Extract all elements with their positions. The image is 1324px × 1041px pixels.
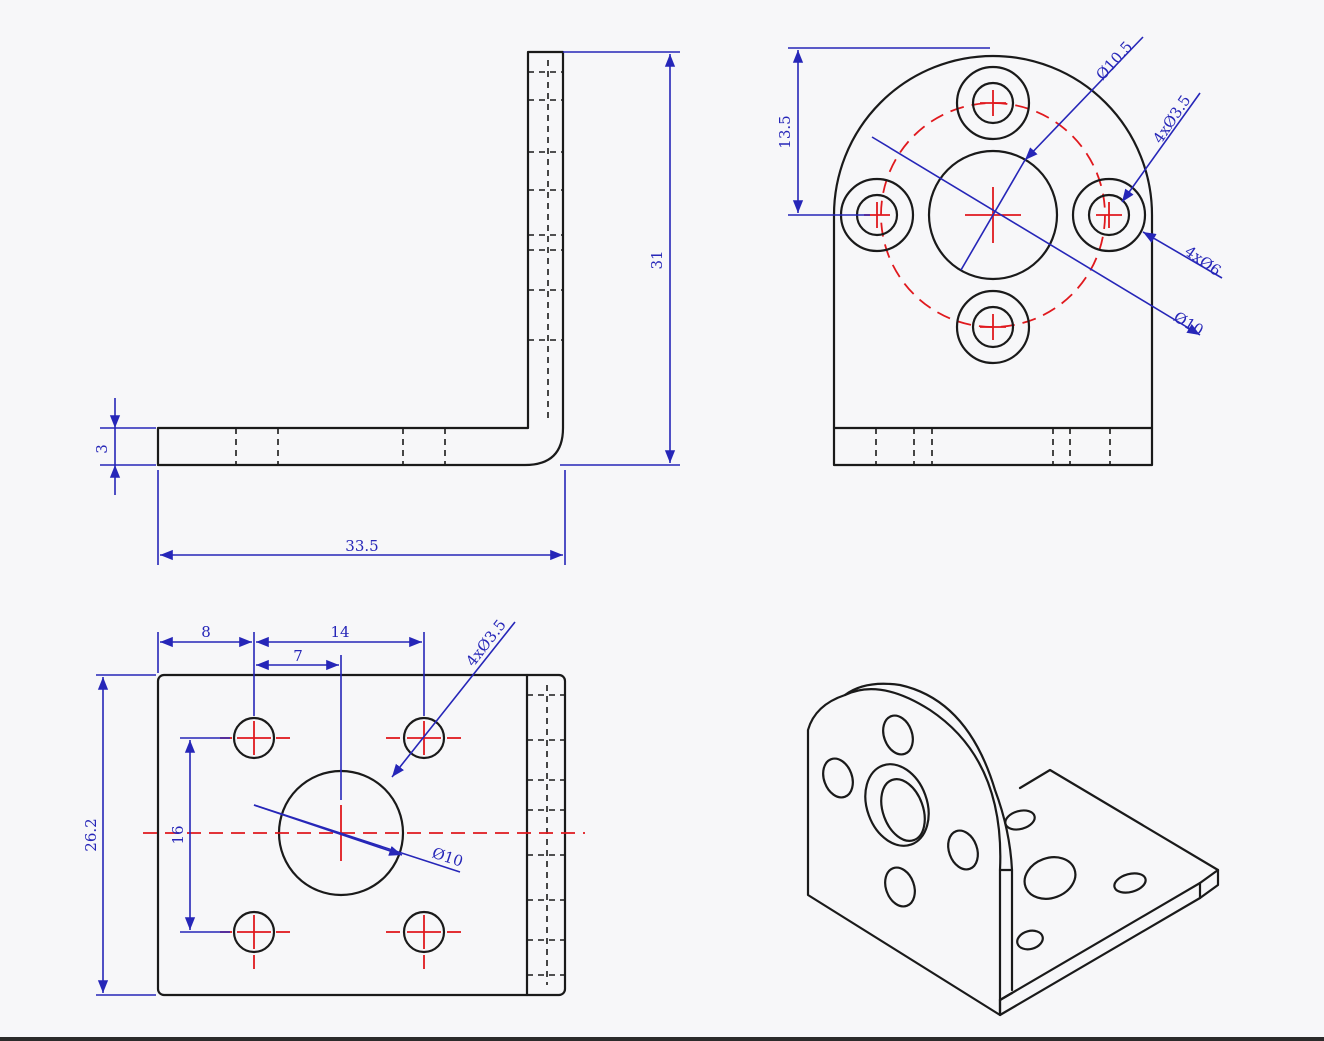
dim-small-holes-top: 4xØ3.5: [462, 616, 510, 670]
front-view: 13.5 Ø10.5 4xØ3.5 4xØ6 Ø10: [776, 36, 1224, 467]
isometric-view: [806, 682, 1220, 1017]
dim-cbore: 4xØ6: [1181, 242, 1224, 280]
mounting-hole-bottom: [955, 289, 1031, 365]
top-view-hole-3: [232, 910, 276, 954]
front-view-hidden-lines: [875, 428, 1111, 465]
dim-small-holes-front: 4xØ3.5: [1149, 92, 1194, 147]
dim-pcd: Ø10.5: [1092, 38, 1136, 84]
top-view: 8 14 7 4xØ3.5 16 26.2 Ø10: [82, 616, 585, 997]
side-view-hidden-lines: [235, 60, 563, 465]
top-view-outline: [156, 673, 567, 997]
dim-spacing-14: 14: [330, 623, 349, 641]
dim-width: 26.2: [82, 818, 100, 851]
mounting-hole-top: [955, 65, 1031, 141]
side-view-outline: [156, 50, 565, 467]
top-view-dimensions: 8 14 7 4xØ3.5 16 26.2 Ø10: [82, 616, 516, 996]
top-view-hole-4: [402, 910, 446, 954]
dim-length: 33.5: [345, 537, 378, 555]
dim-height: 31: [648, 250, 666, 269]
top-view-hole-2: [402, 716, 446, 760]
mounting-hole-right: [1071, 177, 1147, 253]
top-view-hole-1: [232, 716, 276, 760]
dim-bore-front: Ø10: [1170, 308, 1206, 340]
dim-center-height: 13.5: [776, 115, 794, 148]
front-view-dimensions: 13.5 Ø10.5 4xØ3.5 4xØ6 Ø10: [776, 36, 1224, 340]
top-view-centerlines: [143, 721, 585, 970]
dim-bore-top: Ø10: [430, 844, 465, 871]
side-view: 3 33.5 31: [93, 50, 680, 565]
dim-offset-7: 7: [293, 647, 303, 665]
front-view-outline: [832, 54, 1154, 467]
iso-upright-plate: [806, 688, 1002, 1017]
bottom-border: [0, 1037, 1324, 1041]
center-bore: [927, 149, 1059, 281]
dim-vertical-spacing: 16: [169, 825, 187, 844]
top-view-hidden-lines: [527, 685, 565, 985]
dim-thickness: 3: [93, 444, 111, 454]
dim-offset-8: 8: [201, 623, 211, 641]
side-view-dimensions: 3 33.5 31: [93, 51, 680, 565]
